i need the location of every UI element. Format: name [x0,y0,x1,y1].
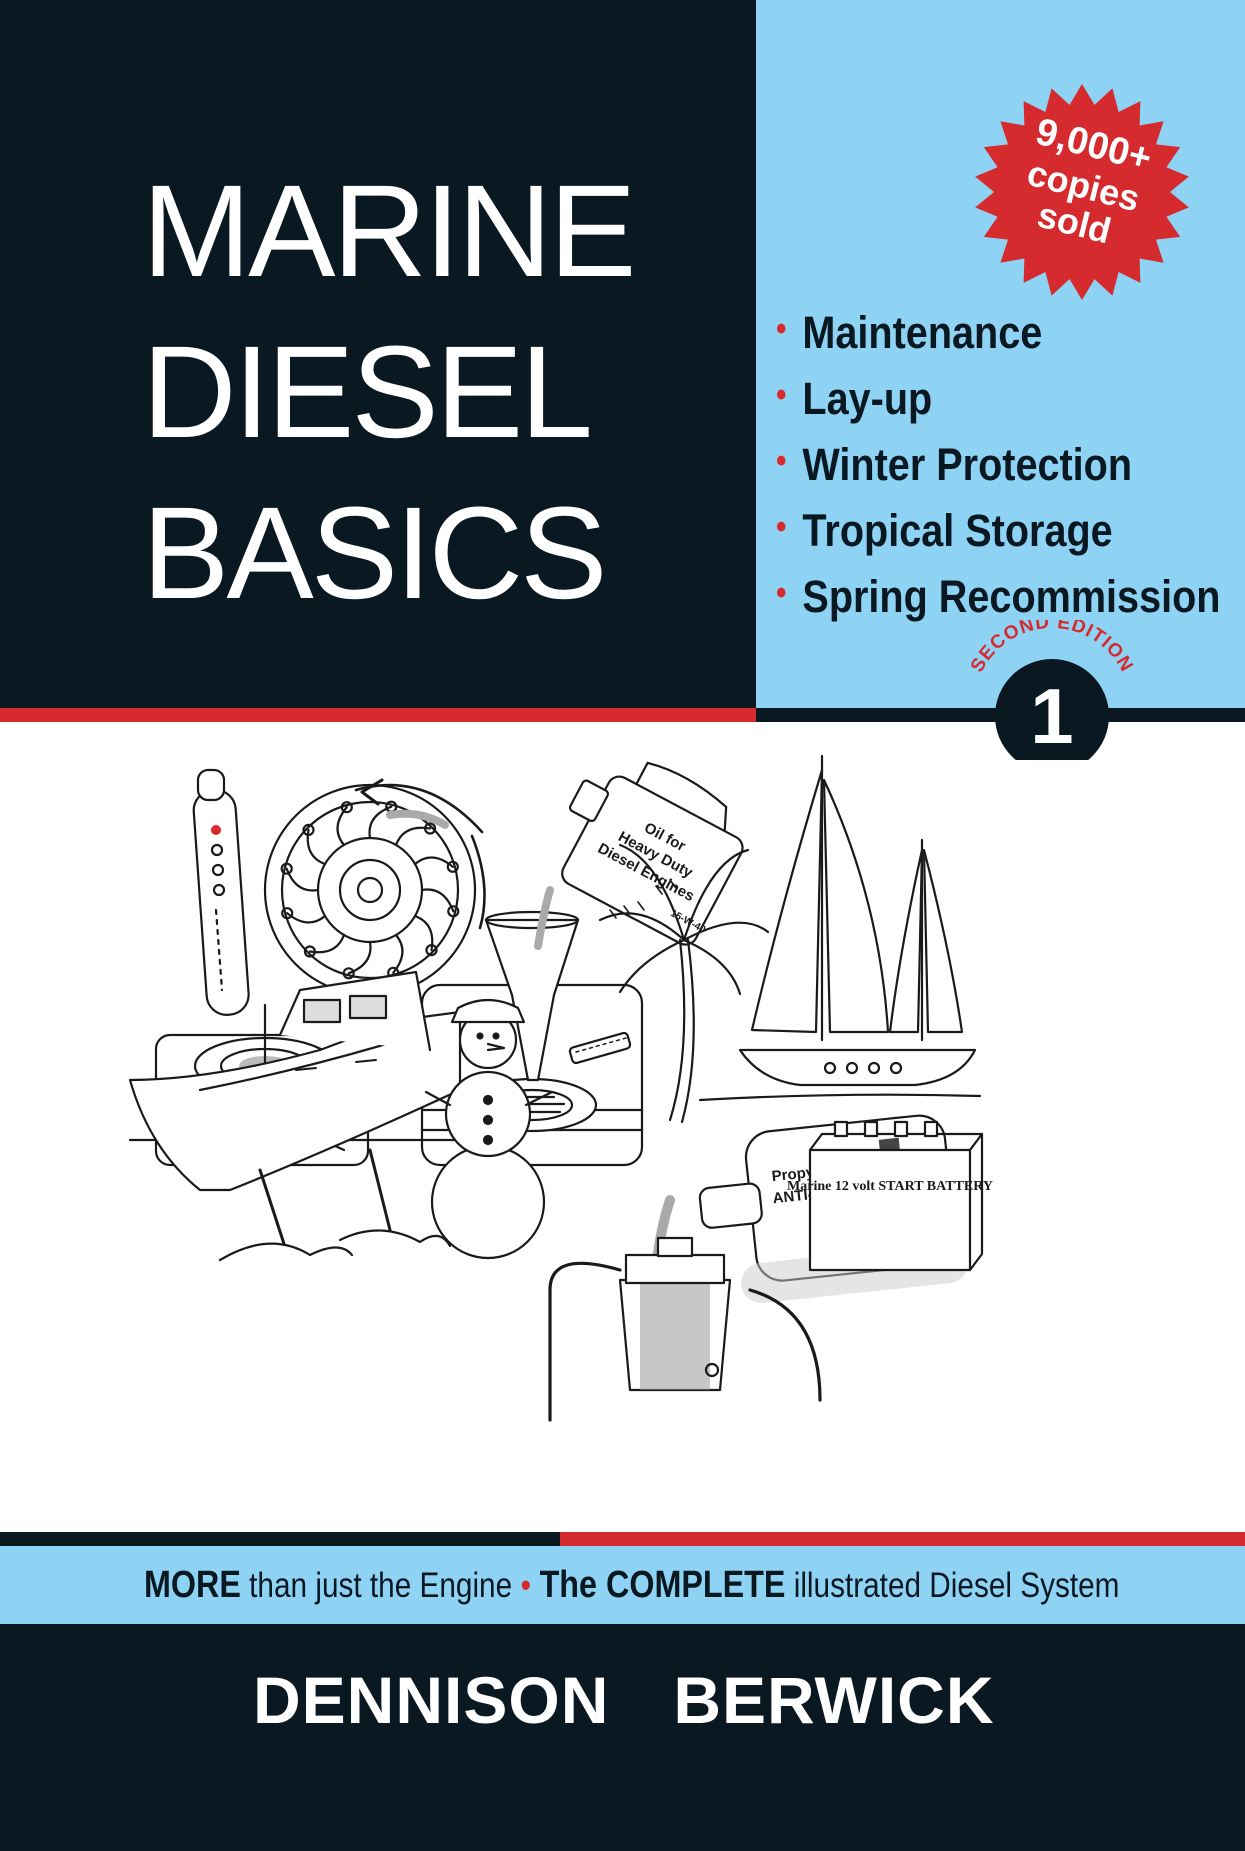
bullet-icon: • [776,310,787,348]
red-stripe [560,1532,1245,1546]
tagline-separator-icon: • [520,1566,532,1605]
battery-illustration: Marine 12 volt START BATTERY [787,1120,993,1272]
title-panel [0,0,756,708]
impeller-vane-tip [302,823,315,837]
topic-list: •Maintenance •Lay-up •Winter Protection … [776,298,1245,628]
tagline-part-2: illustrated Diesel System [785,1566,1120,1605]
tagline-band: MORE than just the Engine•The COMPLETE i… [0,1546,1245,1624]
topic-item: • Tropical Storage [776,496,1220,562]
author-band [0,1624,1245,1851]
tagline-the: The [539,1564,606,1606]
bullet-icon: • [776,508,787,546]
motor-boat-illustration [128,970,512,1262]
topic-item: • Winter Protection [776,430,1220,496]
edition-circle [995,659,1109,760]
sailboat-illustration [698,754,982,1102]
impeller-vane-tip [280,862,293,875]
bullet-icon: • [776,376,787,414]
tagline-more: MORE [144,1564,241,1606]
tagline-part-1: than just the Engine [240,1566,513,1605]
impeller-illustration [263,778,486,997]
impeller-vane-tip [447,905,460,918]
title-line-3: BASICS [142,479,608,626]
topic-item: • Spring Recommission [776,562,1220,628]
book-title: MARINE DIESEL BASICS [142,150,636,633]
impeller-vane-tip [446,860,459,873]
topic-item: • Lay-up [776,364,1220,430]
author-name: DENNISON BERWICK [253,1660,995,1740]
topic-label: Winter Protection [802,439,1133,490]
starburst-shape [975,84,1189,300]
edition-badge: SECOND EDITION 1 [967,620,1136,760]
bullet-icon: • [776,442,787,480]
topic-label: Lay-up [802,373,933,424]
dark-stripe [0,1532,560,1546]
red-divider [0,708,756,722]
topic-label: Maintenance [802,307,1043,358]
impeller-vane-tip [424,822,437,835]
edition-number: 1 [1030,672,1073,760]
tagline-complete: COMPLETE [605,1564,786,1606]
palm-tree-illustration [598,843,770,1124]
topic-label: Spring Recommission [802,571,1221,622]
cover-illustration: Oil for Heavy Duty Diesel Engines 15-W-4… [128,754,993,1422]
copies-sold-badge: 9,000+ copies sold [975,84,1189,300]
filter-illustration [568,1031,632,1065]
winterizing-bucket-illustration [548,1236,822,1422]
battery-label: Marine 12 volt START BATTERY [787,1179,993,1194]
title-line-2: DIESEL [142,318,593,465]
snowman-illustration [424,998,554,1260]
topics-panel [756,0,1245,722]
title-line-1: MARINE [142,157,636,304]
bullet-icon: • [776,574,787,612]
tagline-text: MORE than just the Engine•The COMPLETE i… [144,1563,1119,1608]
impeller-vane-tip [425,944,438,957]
impeller-vane-tip [303,945,316,958]
impeller-vane-tip [281,907,294,920]
topic-label: Tropical Storage [802,505,1113,556]
topic-item: • Maintenance [776,298,1220,364]
author-first-name: DENNISON [253,1663,610,1737]
author-last-name: BERWICK [673,1663,995,1737]
impeller-vane-tip [340,801,353,814]
impeller-vane-tip [342,967,355,980]
